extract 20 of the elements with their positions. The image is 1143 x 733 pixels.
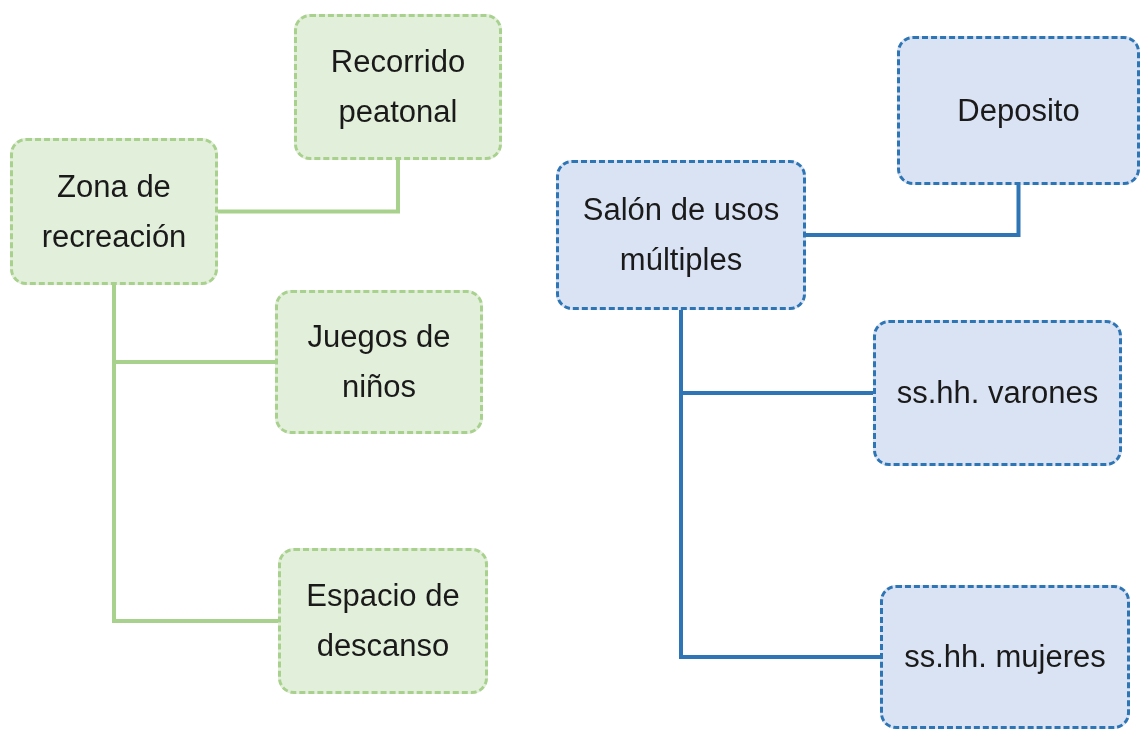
connector-line: [806, 185, 1021, 237]
connector-line: [112, 285, 278, 623]
rounded-box: [873, 320, 1122, 466]
box-label: ss.hh. varones: [896, 374, 1099, 413]
connector-line: [218, 160, 400, 214]
rounded-box: [10, 138, 218, 285]
rounded-box: [294, 14, 502, 160]
box-label: Juegos de niños: [306, 318, 452, 406]
box-label: Deposito: [957, 91, 1080, 130]
box-label: Espacio de descanso: [305, 577, 461, 665]
rounded-box: [278, 548, 488, 694]
rounded-box: [556, 160, 806, 310]
rounded-box: [880, 585, 1130, 729]
box-label: Zona de recreación: [40, 167, 188, 256]
box-label: Salón de usos múltiples: [581, 191, 781, 279]
box-label: Recorrido peatonal: [329, 43, 467, 131]
rounded-box: [897, 36, 1140, 185]
connector-line: [679, 310, 880, 659]
box-label: ss.hh. mujeres: [904, 638, 1106, 677]
rounded-box: [275, 290, 483, 434]
